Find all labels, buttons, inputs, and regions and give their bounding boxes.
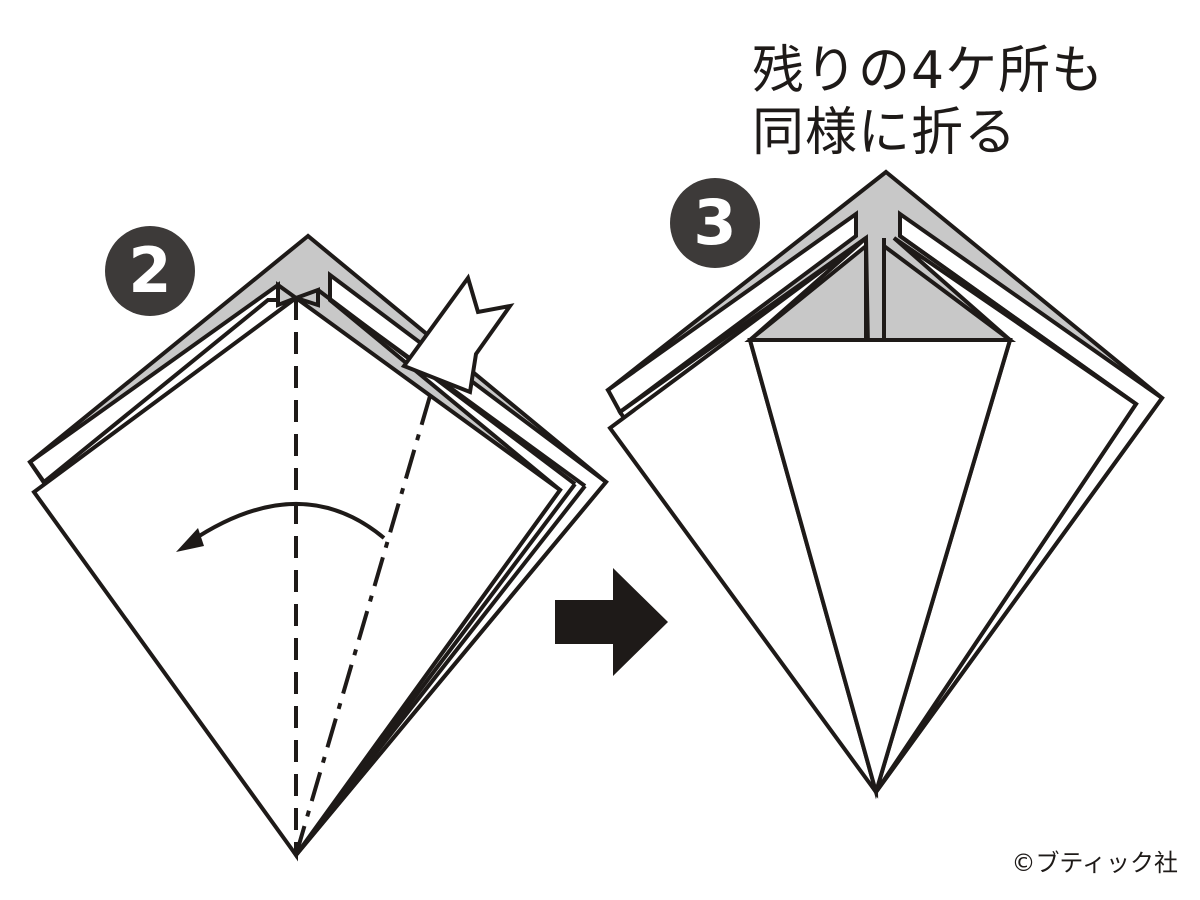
push-open-burst-icon — [400, 273, 515, 395]
fold-direction-arrow — [188, 502, 386, 544]
step-3-figure — [605, 169, 1165, 800]
instruction-line-2: 同様に折る — [752, 103, 1018, 163]
step-2-number: 2 — [128, 234, 172, 307]
instruction-line-1: 残りの4ケ所も — [752, 41, 1105, 101]
left-outer-strip-3 — [605, 210, 858, 415]
copyright-notice: ©ブティック社 — [1011, 849, 1178, 877]
arrow-head — [176, 528, 204, 552]
mountain-fold-line — [294, 395, 432, 856]
step-2-badge: 2 — [105, 226, 195, 316]
instruction-text: 残りの4ケ所も 同様に折る — [752, 40, 1172, 164]
next-step-arrow-icon — [555, 568, 668, 676]
step-3-number: 3 — [693, 186, 737, 259]
step-2-figure — [27, 233, 609, 862]
right-fold-line-3 — [316, 288, 577, 486]
center-folded-kite — [747, 338, 1013, 800]
step-3-badge: 3 — [670, 178, 760, 268]
